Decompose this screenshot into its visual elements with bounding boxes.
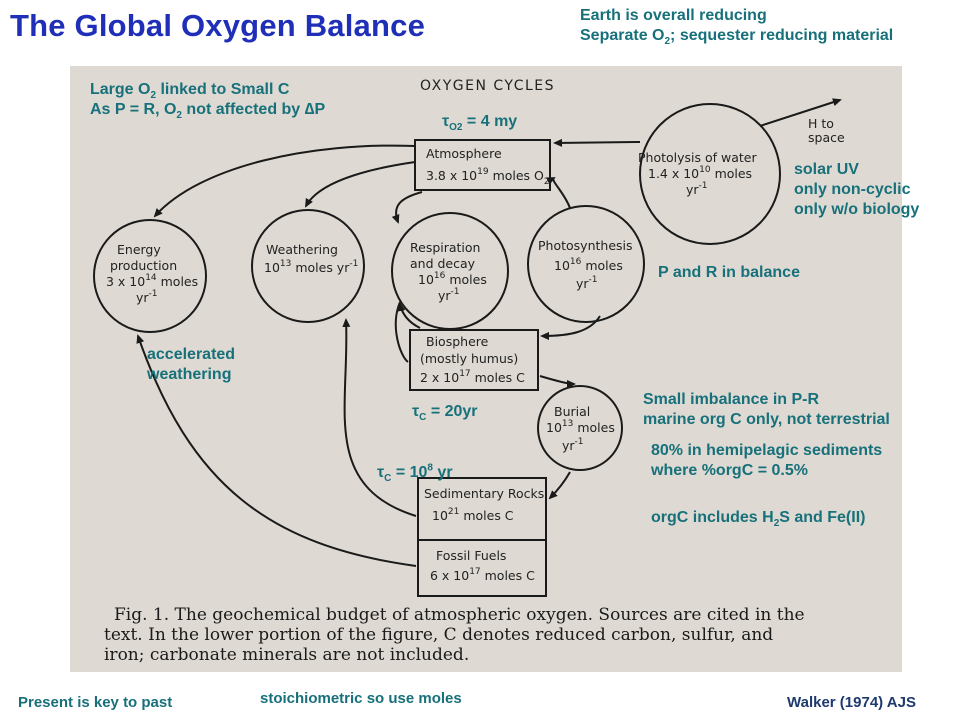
photolysis-circle <box>639 103 781 245</box>
figure-drawing: OXYGEN CYCLES Atmosphere 3.8 x 1019 mole… <box>93 78 845 665</box>
burial-label: Burial <box>554 404 590 419</box>
tau-o2-note: τO2 = 4 my <box>442 113 518 134</box>
biosphere-label: Biosphere <box>426 334 489 349</box>
hemipelagic-line2: where %orgC = 0.5% <box>651 462 808 479</box>
photosynthesis-circle <box>527 205 645 323</box>
large-o2-note: Large O2 linked to Small C As P = R, O2 … <box>90 80 326 122</box>
footer-left-note: Present is key to past <box>18 694 173 711</box>
fossil-amount: 6 x 1017 moles C <box>430 567 535 583</box>
h-to-space-label2: space <box>808 130 845 145</box>
citation: Walker (1974) AJS <box>787 694 916 711</box>
accelerated-line1: accelerated <box>147 346 236 363</box>
atmosphere-to-respiration-arrow <box>391 191 423 224</box>
atmosphere-label: Atmosphere <box>426 146 502 161</box>
solar-uv-line3: only w/o biology <box>794 201 920 218</box>
biosphere-label2: (mostly humus) <box>420 351 518 366</box>
accelerated-line2: weathering <box>147 366 232 383</box>
photolysis-to-atmosphere-arrow <box>553 138 641 147</box>
photosynthesis-label: Photosynthesis <box>538 238 633 253</box>
small-imbalance-line1: Small imbalance in P-R <box>643 391 820 408</box>
p-and-r-note: P and R in balance <box>658 264 800 281</box>
fossil-label: Fossil Fuels <box>436 548 506 563</box>
large-o2-line: Large O2 linked to Small C <box>90 81 290 102</box>
biosphere-amount: 2 x 1017 moles C <box>420 369 525 385</box>
sediment-fossil-box <box>417 477 547 597</box>
energy-label2: production <box>110 258 177 273</box>
burial-amount: 1013 moles <box>546 419 615 435</box>
reducing-note: Earth is overall reducing Separate O2; s… <box>580 6 894 48</box>
as-p-line: As P = R, O2 not affected by ∆P <box>90 101 326 122</box>
sedimentary-amount: 1021 moles C <box>432 507 514 523</box>
weathering-amount: 1013 moles yr-1 <box>264 259 358 275</box>
biosphere-to-burial-arrow <box>539 375 576 388</box>
photosynthesis-amount: 1016 moles <box>554 257 623 273</box>
photolysis-rate: yr-1 <box>686 181 708 197</box>
atmosphere-amount: 3.8 x 1019 moles O2 <box>426 167 550 187</box>
solar-uv-line2: only non-cyclic <box>794 181 911 198</box>
burial-rate: yr-1 <box>562 437 584 453</box>
energy-label: Energy <box>117 242 161 257</box>
footer-center-note: stoichiometric so use moles <box>260 690 462 707</box>
energy-amount: 3 x 1014 moles <box>106 273 198 289</box>
photosynthesis-to-atmosphere-arrow <box>545 177 571 209</box>
reducing-line2: Separate O2; sequester reducing material <box>580 27 894 48</box>
orgc-note: orgC includes H2S and Fe(II) <box>651 509 866 530</box>
atmosphere-to-weathering-arrow <box>305 161 416 208</box>
solar-uv-note: solar UV only non-cyclic only w/o biolog… <box>794 160 919 220</box>
burial-to-sediment-arrow <box>548 471 571 500</box>
tau-c-20yr-note: τC = 20yr <box>412 403 478 424</box>
fossil-to-energy-arrow <box>136 334 417 567</box>
respiration-rate: yr-1 <box>438 287 460 303</box>
h-to-space-label1: H to <box>808 116 834 131</box>
energy-circle <box>93 219 207 333</box>
oxygen-cycles-figure: OXYGEN CYCLES Atmosphere 3.8 x 1019 mole… <box>70 66 902 672</box>
page-title: The Global Oxygen Balance <box>10 8 426 43</box>
figure-heading: OXYGEN CYCLES <box>420 78 555 94</box>
biosphere-to-respiration-arrow <box>397 302 421 329</box>
tau-c-108yr-note: τC = 108 yr <box>377 462 453 485</box>
hemipelagic-note: 80% in hemipelagic sediments where %orgC… <box>651 441 882 481</box>
respiration-circle <box>391 212 509 330</box>
photosynthesis-to-biosphere-arrow <box>540 315 601 340</box>
respiration-amount: 1016 moles <box>418 271 487 287</box>
solar-uv-line1: solar UV <box>794 161 859 178</box>
respiration-label: Respiration <box>410 240 480 255</box>
biosphere-box <box>409 329 539 391</box>
reducing-line1: Earth is overall reducing <box>580 7 767 24</box>
photolysis-label: Photolysis of water <box>638 150 757 165</box>
burial-circle <box>537 385 623 471</box>
energy-rate: yr-1 <box>136 289 158 305</box>
caption-line2: text. In the lower portion of the figure… <box>104 625 773 645</box>
hemipelagic-line1: 80% in hemipelagic sediments <box>651 442 883 459</box>
atmosphere-to-energy-arrow <box>153 144 416 218</box>
respiration-label2: and decay <box>410 256 476 271</box>
sedimentary-label: Sedimentary Rocks <box>424 486 544 501</box>
weathering-circle <box>251 209 365 323</box>
sediment-to-weathering-arrow <box>342 318 417 517</box>
atmosphere-box <box>414 139 551 191</box>
accelerated-weathering-note: accelerated weathering <box>147 345 235 385</box>
h-escape-arrow <box>759 98 842 127</box>
small-imbalance-line2: marine org C only, not terrestrial <box>643 411 890 428</box>
caption-line3: iron; carbonate minerals are not include… <box>104 645 469 665</box>
small-imbalance-note: Small imbalance in P-R marine org C only… <box>643 390 890 430</box>
photolysis-amount: 1.4 x 1010 moles <box>648 165 752 181</box>
caption-line1: Fig. 1. The geochemical budget of atmosp… <box>114 605 805 625</box>
photosynthesis-rate: yr-1 <box>576 275 598 291</box>
weathering-label: Weathering <box>266 242 338 257</box>
